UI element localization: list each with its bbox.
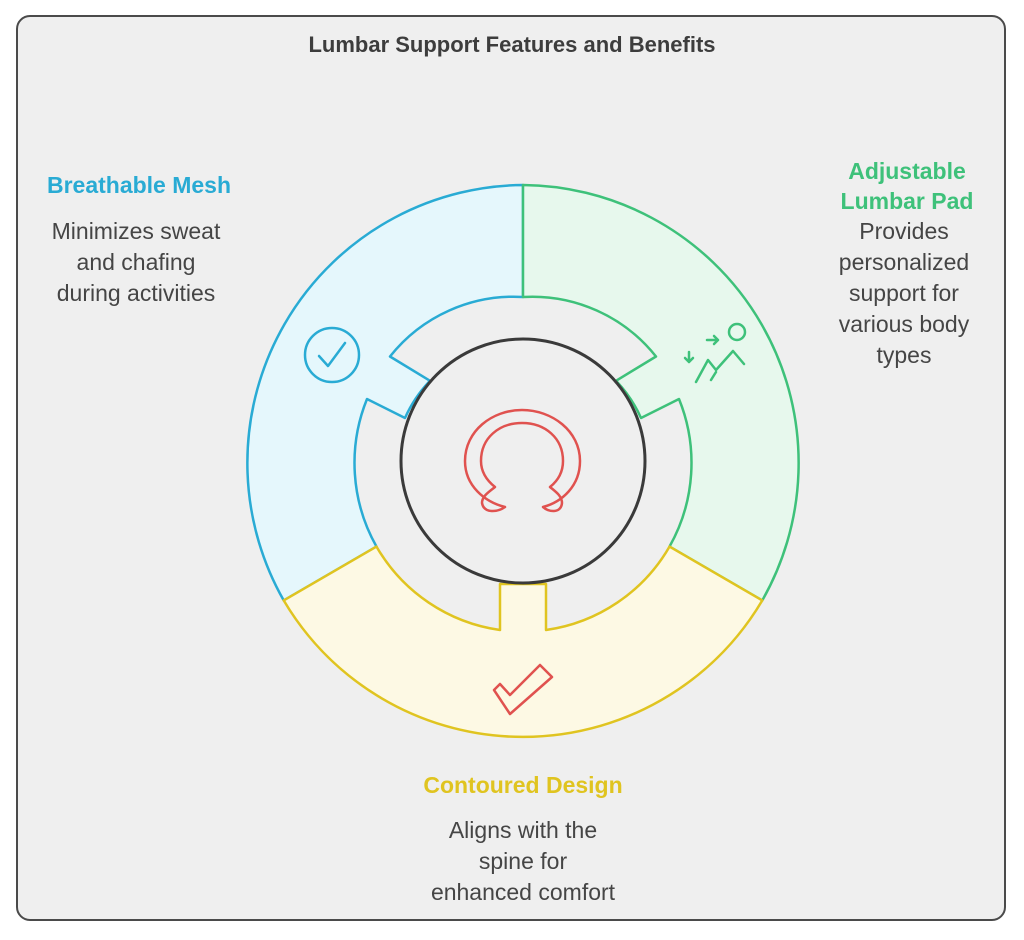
description-line: spine for	[478, 848, 568, 874]
reclining-seat-icon	[683, 322, 747, 384]
description-line: and chafing	[76, 249, 196, 275]
u-shaped-cushion-icon	[463, 408, 582, 513]
description-line: Provides	[859, 218, 949, 244]
heading-line: Lumbar Pad	[840, 188, 974, 214]
description-line: types	[876, 342, 932, 368]
description-line: during activities	[56, 280, 216, 306]
description-line: Aligns with the	[448, 817, 598, 843]
checkmark-icon	[492, 663, 554, 716]
segment-contoured-design	[282, 545, 764, 739]
contoured-design-heading: Contoured Design	[423, 772, 623, 798]
adjustable-lumbar-pad-description: Provides personalized support for variou…	[812, 216, 996, 371]
center-hub	[399, 337, 647, 585]
contoured-design-description: Aligns with the spine for enhanced comfo…	[373, 815, 673, 908]
page-title: Lumbar Support Features and Benefits	[308, 32, 716, 57]
description-line: support for	[849, 280, 959, 306]
breathable-mesh-description: Minimizes sweat and chafing during activ…	[20, 216, 252, 309]
breathable-mesh-heading: Breathable Mesh	[46, 172, 232, 198]
adjustable-lumbar-pad-heading: Adjustable Lumbar Pad	[812, 156, 1002, 216]
description-line: enhanced comfort	[430, 879, 616, 905]
description-line: various body	[838, 311, 970, 337]
checkmark-circle-icon	[303, 326, 361, 384]
description-line: Minimizes sweat	[51, 218, 221, 244]
heading-line: Adjustable	[848, 158, 966, 184]
description-line: personalized	[838, 249, 970, 275]
